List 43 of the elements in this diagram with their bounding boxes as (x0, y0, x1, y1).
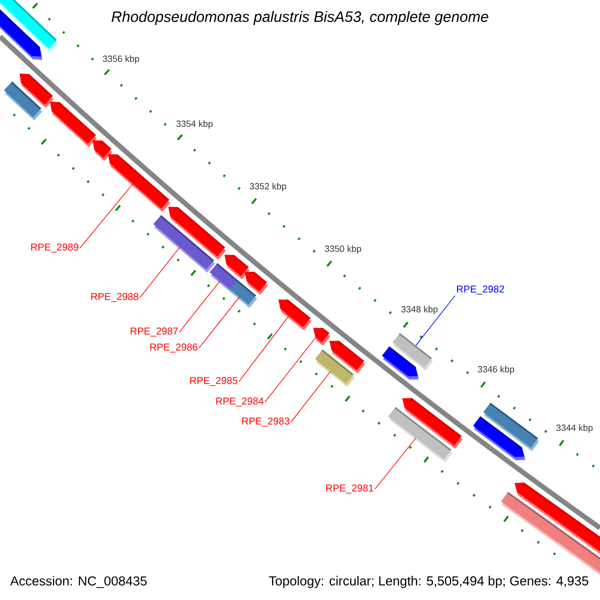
gene-label: RPE_2982 (457, 286, 504, 294)
gene-block (224, 254, 250, 280)
gene-block (402, 398, 463, 449)
gene-label: RPE_2987 (130, 328, 178, 336)
gene-block (329, 340, 366, 374)
gene-block (244, 272, 268, 295)
position-label: 3356 kbp (102, 55, 140, 64)
position-label: 3346 kbp (478, 366, 514, 374)
position-label: 3354 kbp (176, 120, 213, 129)
gene-label: RPE_2985 (190, 377, 238, 386)
leader-line (140, 246, 180, 298)
gene-block (0, 9, 42, 60)
leader-line (264, 337, 316, 402)
gene-block (108, 154, 170, 212)
gene-block (20, 73, 54, 108)
gene-block (392, 332, 433, 371)
gene-label: RPE_2986 (150, 344, 198, 352)
position-label: 3348 kbp (401, 306, 438, 314)
footer-text: Accession: NC_008435 (10, 576, 147, 588)
gene-block (50, 102, 97, 148)
position-label: 3344 kbp (556, 424, 593, 433)
position-label: 3352 kbp (250, 182, 286, 192)
position-label: 3350 kbp (324, 245, 362, 254)
footer-text: Topology: circular; Length: 5,505,494 bp; Genes: 4,935 (268, 576, 588, 588)
gene-block (168, 206, 226, 260)
gene-label: RPE_2983 (242, 418, 290, 426)
gene-block (278, 300, 312, 330)
leader-line (290, 370, 331, 422)
gene-block (92, 140, 112, 161)
gene-block (483, 402, 540, 451)
title: Rhodopseudomonas palustris BisA53, complete genome (112, 11, 488, 25)
leader-line (198, 296, 240, 348)
leader-line (238, 316, 290, 382)
gene-label: RPE_2988 (91, 293, 138, 302)
gene-label: RPE_2989 (31, 244, 78, 252)
leader-line (179, 280, 220, 332)
gene-label: RPE_2981 (326, 484, 374, 494)
gene-block (313, 328, 330, 346)
leader-line (80, 183, 134, 248)
gene-block (514, 482, 600, 554)
leader-line (416, 295, 456, 346)
leader-line (374, 437, 416, 490)
gene-label: RPE_2984 (216, 398, 264, 406)
